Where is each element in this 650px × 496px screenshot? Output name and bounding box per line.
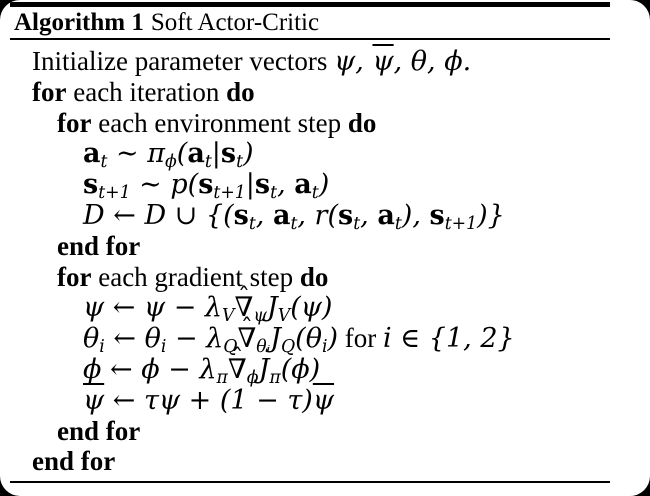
algorithm-line: D ← D ∪ {(st, at, r(st, at), st+1)} <box>83 199 505 234</box>
bottom-rule <box>10 481 610 483</box>
algorithm-title: Soft Actor-Critic <box>150 9 320 36</box>
algorithm-line: end for <box>57 415 141 446</box>
algorithm-line: for each environment step do <box>57 107 377 138</box>
algorithm-line: end for <box>57 230 141 261</box>
algorithm-body: Initialize parameter vectors ψ, ψ, θ, ϕ.… <box>0 46 650 477</box>
algorithm-line: for each iteration do <box>32 76 255 107</box>
top-rule <box>10 2 610 7</box>
algorithm-line: ψ ← τψ + (1 − τ)ψ <box>83 384 335 416</box>
algorithm-line: for each gradient step do <box>57 261 329 292</box>
algorithm-line: end for <box>32 446 116 477</box>
algorithm-line: Initialize parameter vectors ψ, ψ, θ, ϕ. <box>32 46 472 77</box>
algorithm-line: at ∼ πϕ(at|st) <box>83 138 254 173</box>
caption-rule <box>10 38 610 40</box>
algorithm-line: ψ ← ψ − λV∇ψJV(ψ) <box>0 292 650 326</box>
algorithm-line: ϕ ← ϕ − λπ∇ϕJπ(ϕ) <box>0 354 650 388</box>
algorithm-line: θi ← θi − λQ∇θᵢJQ(θi) for i ∈ {1, 2} <box>0 323 650 357</box>
algorithm-line: st+1 ∼ p(st+1|st, at) <box>83 169 330 204</box>
algorithm-number: Algorithm 1 <box>14 9 144 36</box>
